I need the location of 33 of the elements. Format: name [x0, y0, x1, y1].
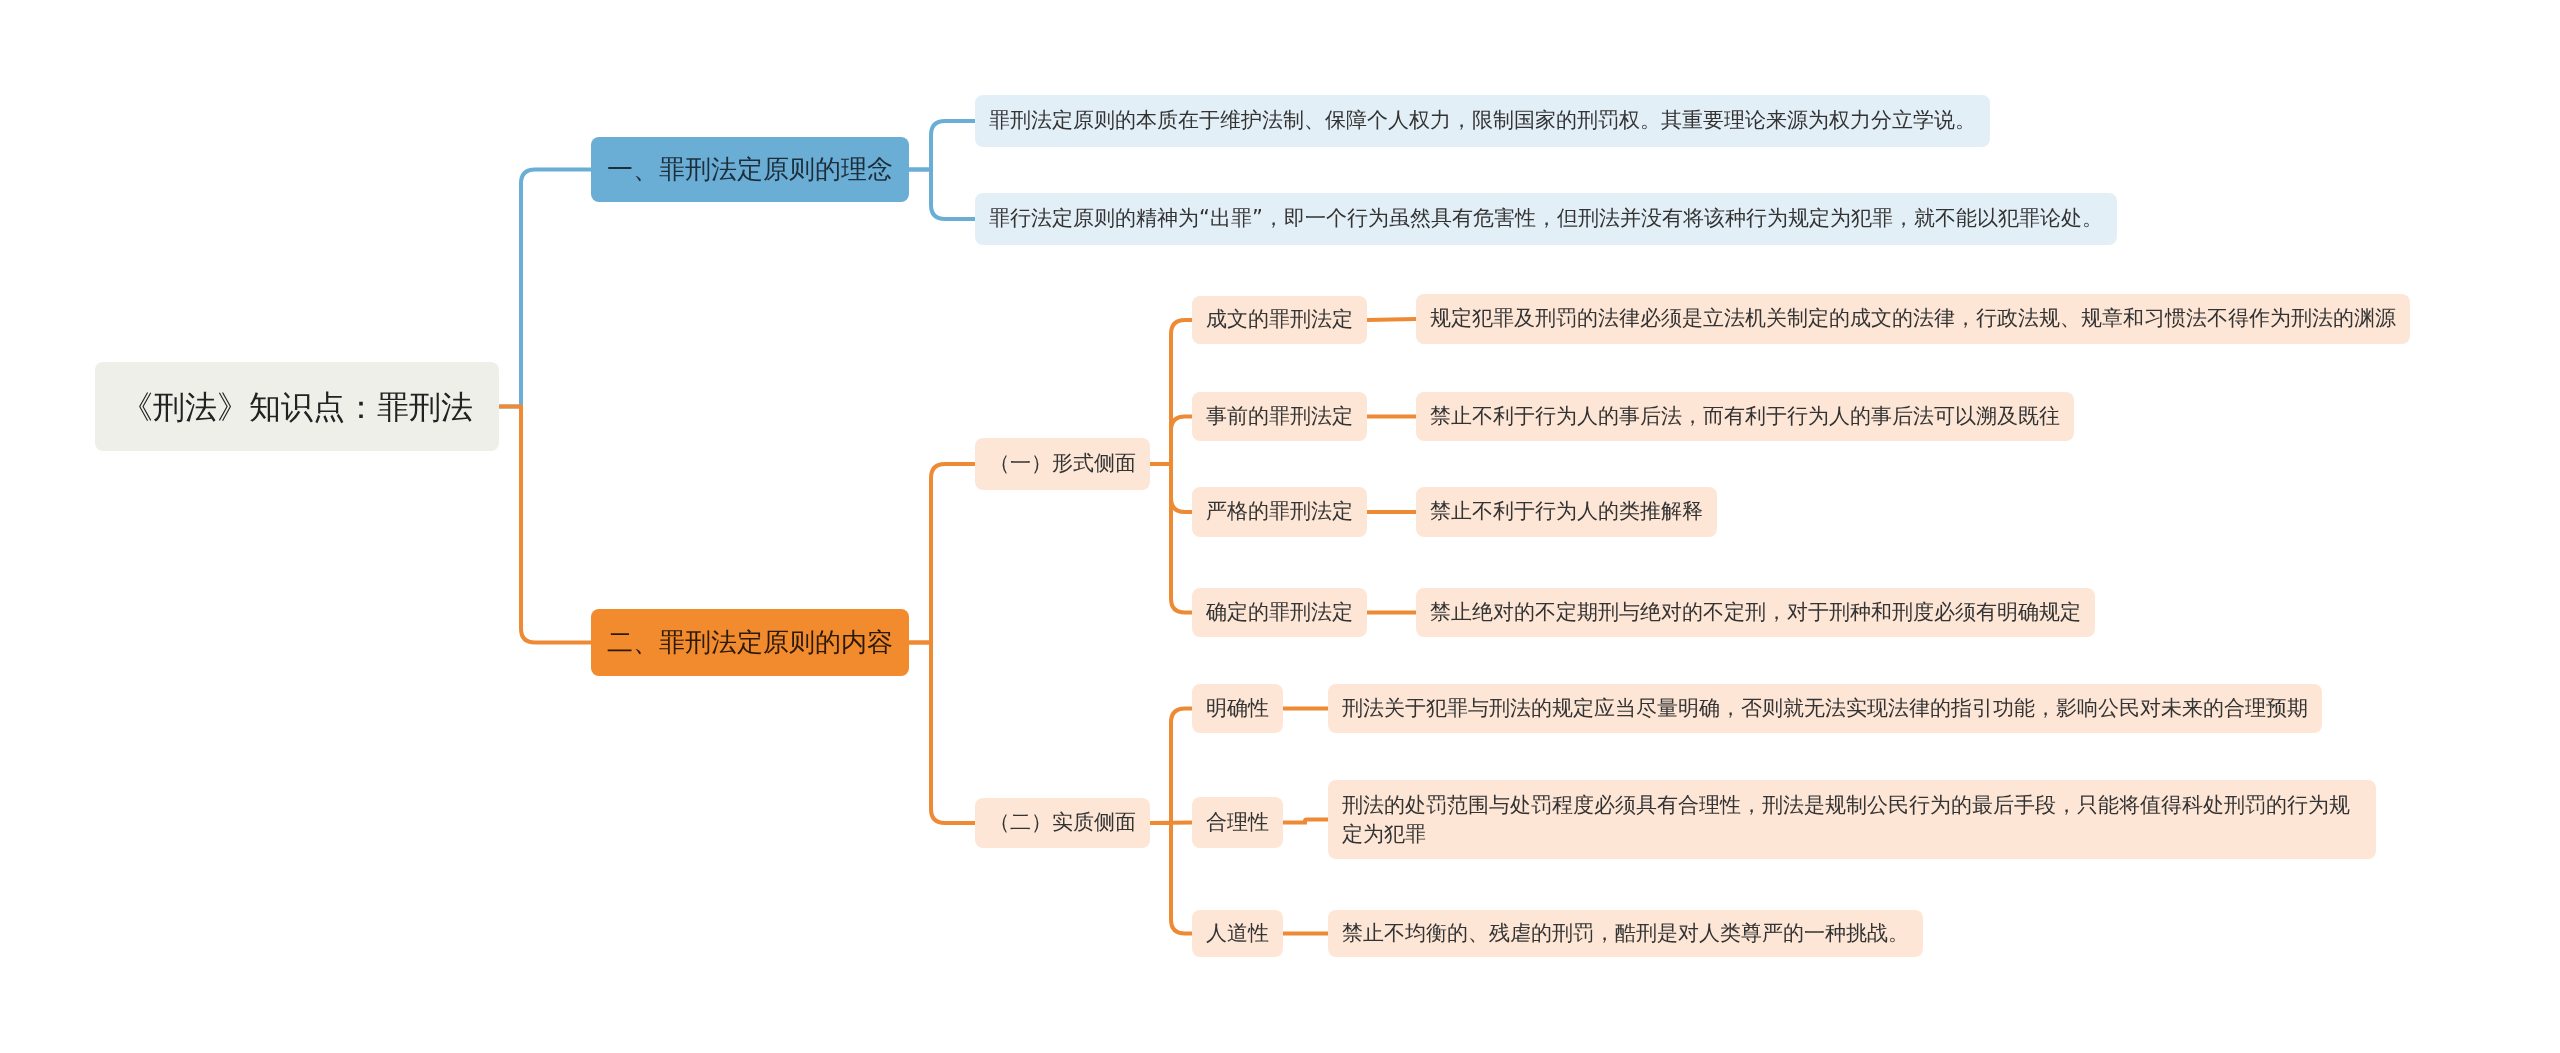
note-box: 确定的罪刑法定: [1192, 588, 1367, 637]
note-box: 事前的罪刑法定: [1192, 392, 1367, 441]
note-box: 禁止不利于行为人的类推解释: [1416, 487, 1717, 537]
connector-line: [909, 640, 975, 825]
note-box: 禁止不利于行为人的事后法，而有利于行为人的事后法可以溯及既往: [1416, 392, 2074, 441]
connector-line: [1367, 414, 1416, 419]
note-box: 刑法关于犯罪与刑法的规定应当尽量明确，否则就无法实现法律的指引功能，影响公民对未来的合理预期: [1328, 684, 2322, 733]
note-box: 禁止不均衡的、残虐的刑罚，酷刑是对人类尊严的一种挑战。: [1328, 910, 1923, 957]
note-box: 成文的罪刑法定: [1192, 296, 1367, 344]
connector-line: [1366, 317, 1417, 322]
note-box: 明确性: [1192, 684, 1283, 733]
note-box: 合理性: [1192, 797, 1283, 848]
note-box: 规定犯罪及刑罚的法律必须是立法机关制定的成文的法律，行政法规、规章和习惯法不得作为刑法的渊源: [1416, 294, 2410, 344]
note-box: 罪行法定原则的精神为“出罪”，即一个行为虽然具有危害性，但刑法并没有将该种行为规定为犯罪，就不能以犯罪论处。: [975, 193, 2117, 245]
connector-line: [1367, 510, 1416, 514]
note-box: 禁止绝对的不定期刑与绝对的不定刑，对于刑种和刑度必须有明确规定: [1416, 588, 2095, 637]
note-box: （一）形式侧面: [975, 438, 1150, 490]
note-box: 人道性: [1192, 910, 1283, 957]
connector-line: [909, 167, 975, 221]
connector-line: [1150, 821, 1192, 936]
title-box: 《刑法》知识点：罪刑法: [95, 362, 499, 451]
connector-line: [1283, 931, 1328, 936]
note-box: 罪刑法定原则的本质在于维护法制、保障个人权力，限制国家的刑罚权。其重要理论来源为权力分立学说。: [975, 95, 1990, 147]
connector-line: [1283, 706, 1328, 711]
topic-box: 一、罪刑法定原则的理念: [591, 137, 909, 202]
topic-box: 二、罪刑法定原则的内容: [591, 609, 909, 676]
connector-line: [499, 404, 591, 645]
note-box: （二）实质侧面: [975, 798, 1150, 848]
connector-line: [1150, 462, 1192, 615]
note-box: 刑法的处罚范围与处罚程度必须具有合理性，刑法是规制公民行为的最后手段，只能将值得科处刑罚的行为规定为犯罪: [1328, 780, 2376, 859]
connector-line: [1283, 817, 1328, 825]
connector-line: [1367, 610, 1416, 615]
note-box: 严格的罪刑法定: [1192, 487, 1367, 537]
